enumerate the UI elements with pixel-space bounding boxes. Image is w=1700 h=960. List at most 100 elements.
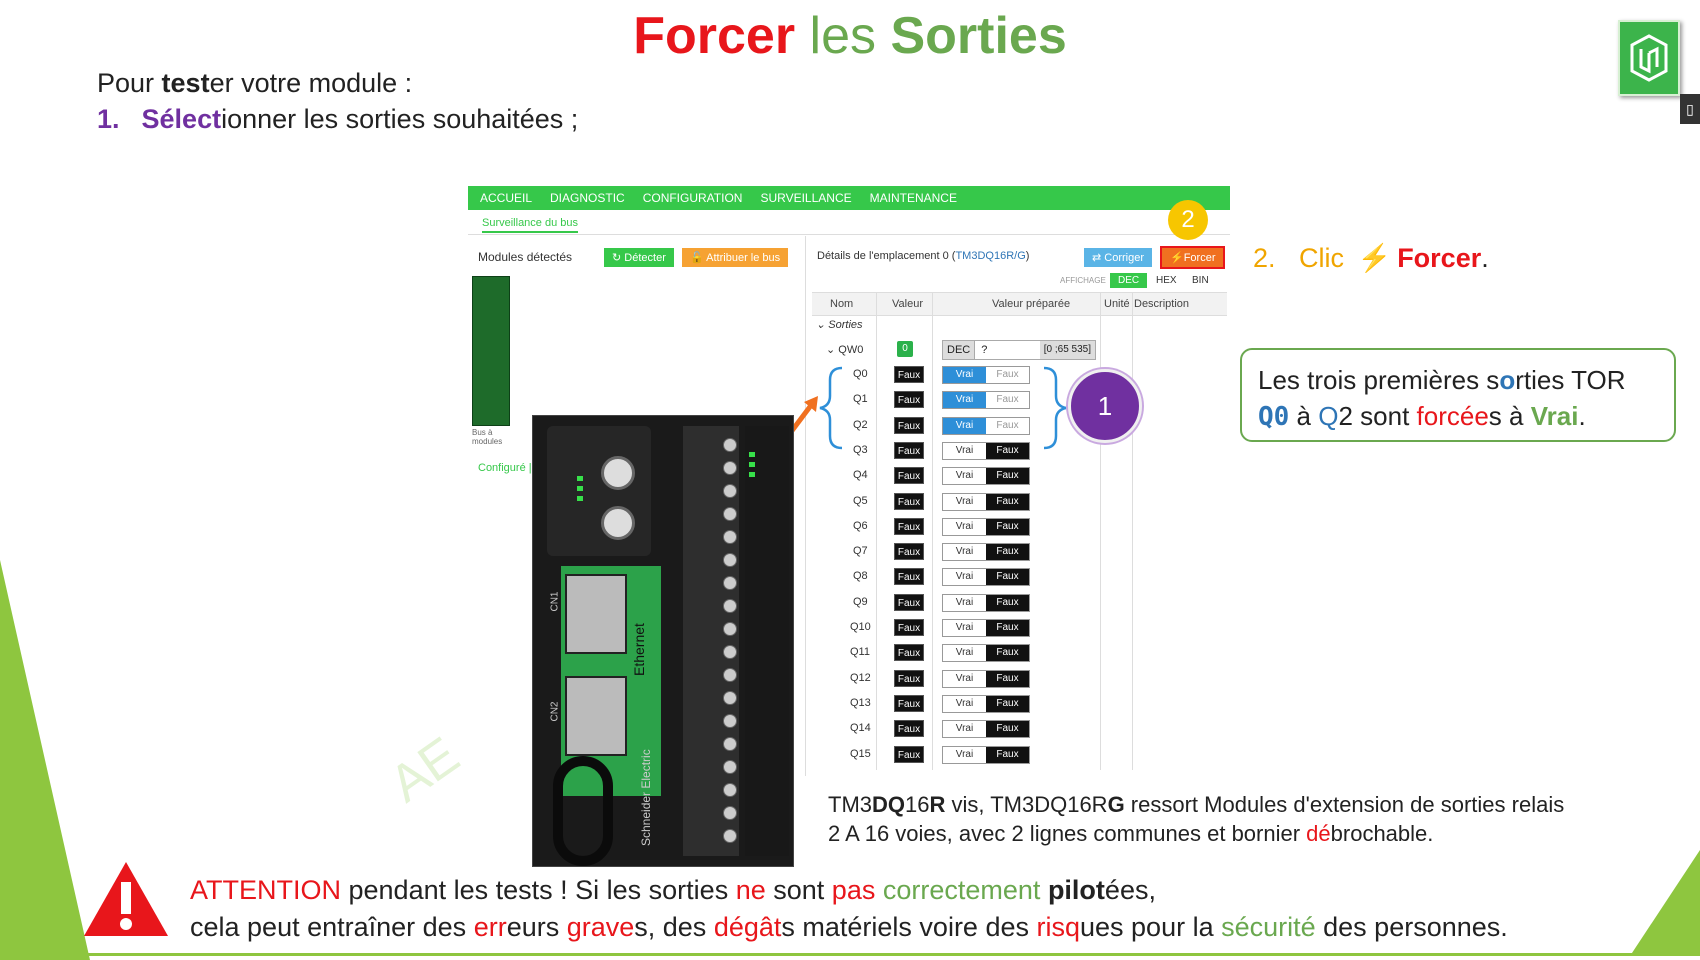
nav-item-surveillance[interactable]: SURVEILLANCE — [760, 191, 852, 205]
toggle-vrai[interactable]: Vrai — [943, 569, 986, 585]
title-part-les: les — [795, 7, 891, 65]
toggle-faux[interactable]: Faux — [986, 494, 1029, 510]
affichage-label: AFFICHAGE — [1060, 276, 1106, 285]
nav-item-diagnostic[interactable]: DIAGNOSTIC — [550, 191, 625, 205]
warning-text-part: s matériels voire des — [781, 912, 1037, 942]
toggle-vrai[interactable]: Vrai — [943, 418, 986, 434]
intro-bold: test — [161, 68, 210, 98]
screw-icon — [723, 484, 737, 498]
output-value: Faux — [894, 619, 924, 636]
toggle-vrai[interactable]: Vrai — [943, 620, 986, 636]
toggle-vrai[interactable]: Vrai — [943, 519, 986, 535]
toggle-faux[interactable]: Faux — [986, 392, 1029, 408]
toggle-vrai[interactable]: Vrai — [943, 671, 986, 687]
panel-divider — [805, 236, 806, 776]
ethernet-label: Ethernet — [631, 623, 647, 676]
toggle-faux[interactable]: Faux — [986, 671, 1029, 687]
output-name: Q10 — [850, 621, 871, 633]
toggle-faux[interactable]: Faux — [986, 519, 1029, 535]
toggle-faux[interactable]: Faux — [986, 544, 1029, 560]
format-bin[interactable]: BIN — [1192, 275, 1209, 286]
screw-icon — [723, 829, 737, 843]
toggle-vrai[interactable]: Vrai — [943, 392, 986, 408]
callout-q0: Q0 — [1258, 402, 1290, 432]
toggle-faux[interactable]: Faux — [986, 747, 1029, 763]
ethernet-port-icon — [565, 676, 627, 756]
output-name: Q14 — [850, 722, 871, 734]
nav-item-maintenance[interactable]: MAINTENANCE — [869, 191, 957, 205]
output-name: Q4 — [853, 469, 868, 481]
output-value: Faux — [894, 467, 924, 484]
toggle-faux[interactable]: Faux — [986, 595, 1029, 611]
toggle-faux[interactable]: Faux — [986, 696, 1029, 712]
intro-text: Pour tester votre module : — [97, 68, 412, 99]
step-1: 1.Sélectionner les sorties souhaitées ; — [97, 104, 578, 135]
device-top-panel — [547, 426, 651, 556]
caption-text: vis, TM3DQ16R — [945, 792, 1108, 817]
toggle-faux[interactable]: Faux — [986, 418, 1029, 434]
toggle-vrai[interactable]: Vrai — [943, 544, 986, 560]
details-close: ) — [1025, 250, 1030, 262]
nav-item-configuration[interactable]: CONFIGURATION — [642, 191, 743, 205]
toggle-vrai[interactable]: Vrai — [943, 721, 986, 737]
force-button-label: Forcer — [1183, 252, 1216, 264]
word-dec-input[interactable]: DEC ? [0 ;65 535] — [942, 340, 1096, 360]
marker-1: 1 — [1068, 369, 1142, 443]
output-name: Q0 — [853, 368, 868, 380]
details-title: Détails de l'emplacement 0 (TM3DQ16R/G) — [817, 250, 1029, 262]
force-button[interactable]: ⚡Forcer — [1160, 246, 1226, 269]
toggle-faux[interactable]: Faux — [986, 721, 1029, 737]
detect-button-label: Détecter — [624, 252, 666, 264]
tab-surveillance-bus[interactable]: Surveillance du bus — [482, 217, 579, 233]
caption-bold: G — [1107, 792, 1125, 817]
side-tab-icon[interactable]: ▯ — [1680, 94, 1700, 124]
toggle-vrai[interactable]: Vrai — [943, 367, 986, 383]
correct-button[interactable]: ⇄ Corriger — [1084, 248, 1153, 267]
screw-icon — [723, 691, 737, 705]
nav-item-accueil[interactable]: ACCUEIL — [480, 191, 533, 205]
toggle-vrai[interactable]: Vrai — [943, 747, 986, 763]
callout-text: s à — [1488, 401, 1531, 431]
toggle-vrai[interactable]: Vrai — [943, 696, 986, 712]
toggle-vrai[interactable]: Vrai — [943, 468, 986, 484]
step-2: 2. Clic ⚡Forcer. — [1253, 242, 1489, 274]
word-dec-label: DEC — [943, 341, 976, 359]
detect-button[interactable]: ↻ Détecter — [604, 248, 674, 267]
toggle-faux[interactable]: Faux — [986, 443, 1029, 459]
toggle-vrai[interactable]: Vrai — [943, 443, 986, 459]
group-sorties[interactable]: ⌄ Sorties — [816, 319, 863, 331]
toggle-faux[interactable]: Faux — [986, 569, 1029, 585]
toggle-faux[interactable]: Faux — [986, 620, 1029, 636]
toggle-faux[interactable]: Faux — [986, 645, 1029, 661]
format-dec[interactable]: DEC — [1110, 273, 1148, 288]
toggle-faux[interactable]: Faux — [986, 468, 1029, 484]
toggle-vrai[interactable]: Vrai — [943, 494, 986, 510]
format-hex[interactable]: HEX — [1156, 275, 1177, 286]
toggle-vrai[interactable]: Vrai — [943, 595, 986, 611]
toggle-faux[interactable]: Faux — [986, 367, 1029, 383]
module-bar[interactable] — [472, 276, 510, 426]
toggle-vrai[interactable]: Vrai — [943, 645, 986, 661]
assign-bus-button[interactable]: 🔓 Attribuer le bus — [682, 248, 789, 267]
nav-bar: ACCUEIL DIAGNOSTIC CONFIGURATION SURVEIL… — [468, 186, 1230, 210]
col-divider-1 — [876, 292, 877, 770]
slide-title: Forcer les Sorties — [0, 6, 1700, 66]
word-qw0[interactable]: ⌄ QW0 — [826, 344, 864, 356]
col-divider-3 — [1100, 292, 1101, 770]
